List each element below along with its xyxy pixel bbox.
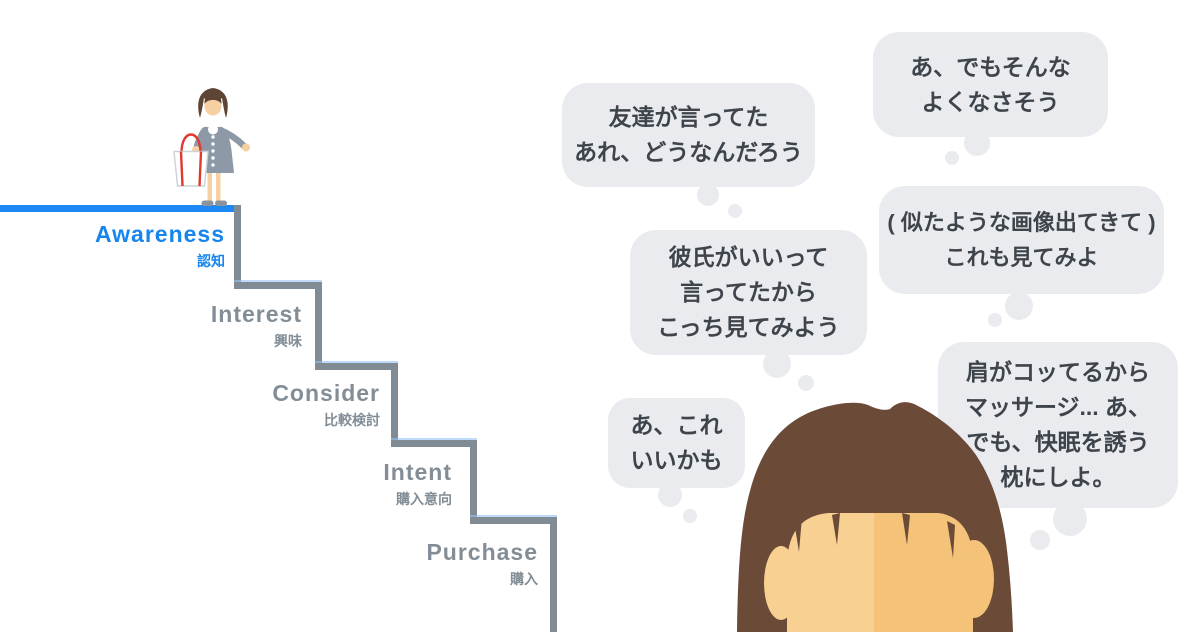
funnel-step-consider: Consider 比較検討 xyxy=(272,381,380,430)
thought-bubble-5: あ、これ いいかも xyxy=(608,398,745,488)
step-label-en: Consider xyxy=(272,380,380,406)
step-label-en: Purchase xyxy=(426,539,538,565)
shopper-figure-icon xyxy=(173,88,250,206)
thought-tail-dot xyxy=(988,313,1002,327)
thought-tail-dot xyxy=(763,350,791,378)
stair-edge xyxy=(391,440,477,447)
stair-edge xyxy=(550,517,557,632)
stair-edge xyxy=(315,282,322,370)
step-label-ja: 比較検討 xyxy=(324,412,380,428)
thought-bubble-4: ( 似たような画像出てきて ) これも見てみよ xyxy=(879,186,1164,294)
thought-tail-dot xyxy=(1053,502,1087,536)
thought-bubble-2: あ、でもそんな よくなさそう xyxy=(873,32,1108,137)
step-label-en: Interest xyxy=(210,301,302,327)
stair-edge xyxy=(470,517,557,524)
thought-tail-dot xyxy=(697,184,719,206)
thought-tail-dot xyxy=(964,130,990,156)
funnel-step-awareness: Awareness 認知 xyxy=(95,222,225,271)
step-label-en: Intent xyxy=(383,459,452,485)
thought-bubble-1: 友達が言ってた あれ、どうなんだろう xyxy=(562,83,815,187)
step-label-ja: 興味 xyxy=(274,333,302,349)
step-label-en: Awareness xyxy=(94,221,225,247)
thought-tail-dot xyxy=(683,509,697,523)
funnel-step-purchase: Purchase 購入 xyxy=(426,540,538,589)
thought-bubble-3: 彼氏がいいって 言ってたから こっち見てみよう xyxy=(630,230,867,355)
funnel-step-interest: Interest 興味 xyxy=(211,302,302,351)
thought-tail-dot xyxy=(728,204,742,218)
stair-edge xyxy=(234,205,241,289)
active-step-line xyxy=(0,205,241,212)
stair-edge xyxy=(470,440,477,524)
stair-edge xyxy=(234,282,322,289)
stair-edge xyxy=(315,363,398,370)
step-label-ja: 購入意向 xyxy=(396,491,452,507)
funnel-step-intent: Intent 購入意向 xyxy=(383,460,452,509)
thought-tail-dot xyxy=(945,151,959,165)
thinker-head-icon xyxy=(737,402,1013,632)
step-label-ja: 購入 xyxy=(510,571,538,587)
thought-tail-dot xyxy=(1005,292,1033,320)
thought-tail-dot xyxy=(798,375,814,391)
thought-tail-dot xyxy=(1030,530,1050,550)
stair-edge xyxy=(391,363,398,447)
step-label-ja: 認知 xyxy=(197,253,225,269)
thought-tail-dot xyxy=(658,483,682,507)
